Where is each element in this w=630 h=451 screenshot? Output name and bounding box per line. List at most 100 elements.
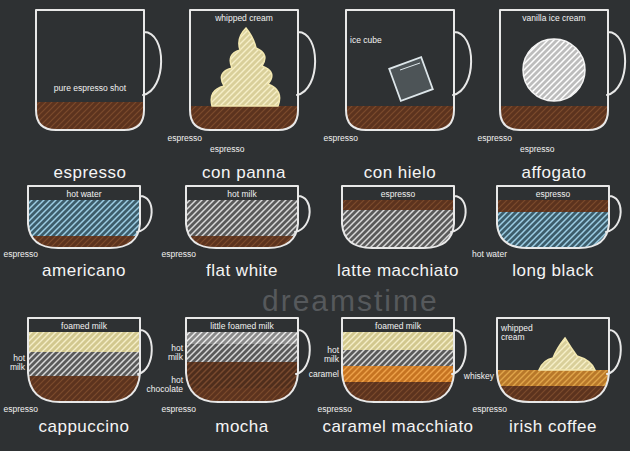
ingredient-label: espresso [324, 134, 359, 143]
ingredient-label: whipped cream [215, 14, 273, 23]
ingredient-label: espresso [520, 145, 555, 154]
milk-layer [342, 350, 454, 366]
drink-cup: espresso hot water long black [465, 186, 630, 283]
caramel-layer [342, 366, 454, 382]
milk-layer [186, 200, 298, 236]
drink-cup: hot water espressoamericano [0, 186, 172, 283]
ingredient-label: vanilla ice cream [522, 14, 585, 23]
americano-cup [28, 186, 152, 250]
drink-name: flat white [206, 262, 278, 281]
drink-name: affogato [521, 164, 586, 183]
ingredient-label: hot milk [3, 354, 25, 373]
cup-outline [342, 186, 466, 248]
ice-cube [389, 57, 433, 101]
drink-cup: espresso latte macchiato [310, 186, 486, 283]
latte-macchiato-cup [342, 186, 466, 250]
con-panna-cup [190, 10, 315, 132]
ingredient-label: foamed milk [375, 322, 421, 331]
drink-name: espresso [54, 164, 127, 183]
drink-name: long black [512, 262, 594, 281]
milk-layer [186, 344, 298, 362]
foam-layer [28, 332, 140, 352]
drink-name: latte macchiato [337, 262, 459, 281]
whipped-cream-peak [539, 338, 595, 370]
flat-white-cup [186, 186, 310, 250]
cup-outline [346, 10, 471, 130]
espresso-layer [190, 106, 298, 132]
drink-cup: foamed milkhot milkcaramelespressocarame… [310, 318, 486, 439]
ingredient-label: hot water [472, 250, 507, 259]
drink-name: con panna [202, 164, 286, 183]
cappuccino-cup [28, 318, 152, 404]
cup-outline [28, 318, 152, 402]
ingredient-label: whipped cream [501, 324, 537, 343]
espresso-layer [500, 106, 608, 132]
espresso-layer [36, 102, 144, 132]
caramel-macchiato-cup [342, 318, 466, 404]
ingredient-label: hot milk [161, 344, 183, 363]
ice-cube-shine [400, 63, 420, 70]
ingredient-label: espresso [162, 405, 197, 414]
con-hielo-cup [346, 10, 471, 132]
drink-cup: whipped cream espresso espresso con panna [158, 10, 330, 185]
water-layer [497, 212, 609, 250]
ingredient-label: foamed milk [61, 322, 107, 331]
watermark: dreamstime [262, 284, 439, 318]
milk-layer [342, 210, 454, 250]
cup-outline [190, 10, 315, 130]
cup-outline [500, 10, 625, 130]
ingredient-label: espresso [473, 405, 508, 414]
ingredient-label: hot chocolate [139, 376, 183, 395]
ingredient-label: espresso [4, 250, 39, 259]
whipped-cream-swirl [211, 28, 279, 106]
irish-coffee-cup [497, 318, 621, 404]
drink-cup: vanilla ice cream espresso espresso affogat… [468, 10, 630, 185]
cup-outline [28, 186, 152, 248]
ingredient-label: espresso [536, 190, 571, 199]
milk-layer [28, 352, 140, 376]
foam-layer [342, 332, 454, 350]
cup-outline [497, 318, 621, 402]
ingredient-label: hot milk [227, 190, 256, 199]
espresso-cup [36, 10, 161, 132]
mocha-cup [186, 318, 310, 404]
ingredient-label: espresso [318, 405, 353, 414]
ingredient-label: espresso [478, 134, 513, 143]
espresso-layer [342, 382, 454, 404]
drink-cup: little foamed milkhot milkhot chocolatee… [154, 318, 330, 439]
affogato-cup [500, 10, 625, 132]
drink-name: americano [42, 262, 126, 281]
ingredient-label: espresso [4, 405, 39, 414]
ingredient-label: espresso [381, 190, 416, 199]
drink-name: con hielo [364, 164, 437, 183]
ingredient-label: espresso [210, 145, 245, 154]
ice-cream-ball [523, 39, 585, 101]
drink-cup: ice cube espresso con hielo [314, 10, 486, 185]
ingredient-label: ice cube [350, 36, 382, 45]
ingredient-label: espresso [168, 134, 203, 143]
drink-name: cappuccino [38, 418, 129, 437]
ingredient-label: hot milk [317, 346, 339, 365]
ingredient-label: little foamed milk [210, 322, 273, 331]
cup-outline [342, 318, 466, 402]
drink-cup: whipped creamwhiskeyespressoirish coffee [465, 318, 630, 439]
drink-cup: foamed milk hot milk espresso cappuccino [0, 318, 172, 439]
long-black-cup [497, 186, 621, 250]
cup-outline [36, 10, 161, 130]
espresso-layer [346, 106, 454, 132]
cup-outline [497, 186, 621, 248]
drink-name: mocha [215, 418, 269, 437]
ingredient-label: caramel [309, 370, 339, 379]
ingredient-label: hot water [67, 190, 102, 199]
drink-cup: hot milk espresso flat white [154, 186, 330, 283]
ingredient-label: pure espresso shot [54, 84, 126, 93]
drink-cup: pure espresso shot espresso [4, 10, 176, 185]
ingredient-label: espresso [162, 250, 197, 259]
cup-outline [186, 186, 310, 248]
espresso-layer [342, 200, 454, 210]
foam-layer [186, 332, 298, 344]
water-layer [28, 200, 140, 236]
cup-outline [186, 318, 310, 402]
